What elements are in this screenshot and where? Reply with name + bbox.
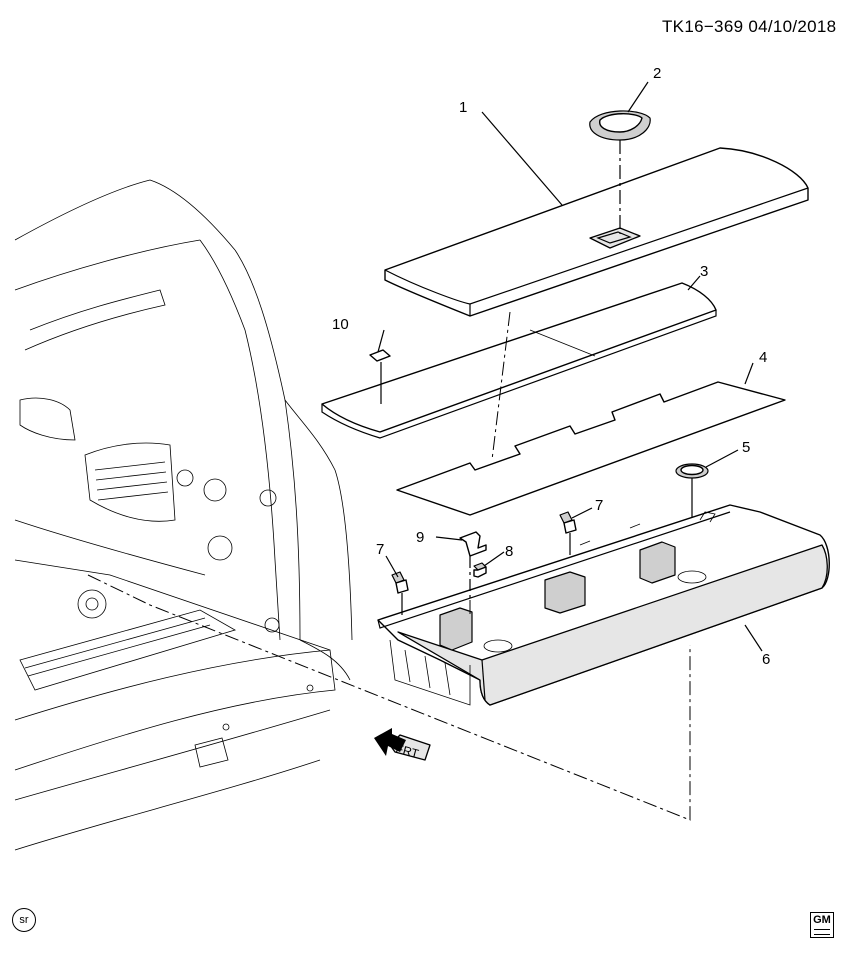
front-direction-label: FRT: [394, 741, 421, 761]
callout-7-right: 7: [595, 497, 604, 514]
front-direction-arrow: FRT: [374, 728, 431, 761]
callout-4: 4: [759, 349, 768, 366]
callout-10: 10: [332, 316, 349, 333]
part-3-panel: [321, 282, 717, 439]
gm-logo-text: GM: [813, 914, 831, 926]
guide-line-2: [87, 574, 691, 821]
callout-1: 1: [459, 99, 468, 116]
part-2-handle: [589, 110, 651, 234]
part-6-storage-tray: [377, 504, 830, 706]
callout-2: 2: [653, 65, 662, 82]
callout-9: 9: [416, 529, 425, 546]
callout-7-left: 7: [376, 541, 385, 558]
part-7-clip-right: [559, 511, 577, 555]
vehicle-rear-outline: [14, 179, 353, 851]
sr-badge: sr: [12, 908, 36, 932]
part-1-load-floor-panel: [384, 147, 809, 317]
callout-6: 6: [762, 651, 771, 668]
diagram-reference-code: TK16−369 04/10/2018: [662, 17, 837, 36]
callout-leaders: [377, 81, 763, 652]
callout-8: 8: [505, 543, 514, 560]
part-4-mat: [396, 381, 786, 516]
gm-logo: GM: [810, 912, 834, 938]
part-5-cap: [675, 463, 709, 520]
callout-5: 5: [742, 439, 751, 456]
part-8-nut: [473, 562, 487, 578]
callout-3: 3: [700, 263, 709, 280]
part-9-bracket: [459, 531, 487, 600]
part-7-clip-left: [391, 571, 409, 615]
